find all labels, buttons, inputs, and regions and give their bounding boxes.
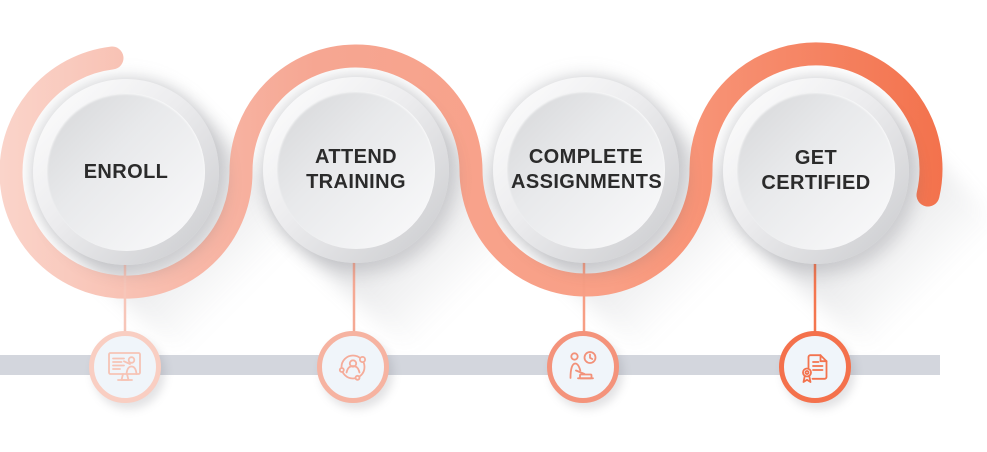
presentation-screen-icon <box>103 345 147 389</box>
step-circle-enroll: ENROLL <box>33 79 219 265</box>
icon-badge-enroll <box>89 331 161 403</box>
step-circle-get-certified: GET CERTIFIED <box>723 78 909 264</box>
step-label: ENROLL <box>83 160 169 183</box>
step-label: GET CERTIFIED <box>761 147 871 194</box>
certificate-ribbon-icon <box>793 345 837 389</box>
ribbon-path <box>0 42 943 299</box>
step-label: ATTEND TRAINING <box>306 146 406 193</box>
icon-badge-complete-assignments <box>547 331 619 403</box>
step-circle-inner: GET CERTIFIED <box>737 92 895 250</box>
icon-badge-get-certified <box>779 331 851 403</box>
person-desk-clock-icon <box>561 345 605 389</box>
icon-badge-attend-training <box>317 331 389 403</box>
step-circle-inner: COMPLETE ASSIGNMENTS <box>507 91 665 249</box>
person-network-icon <box>331 345 375 389</box>
step-circle-inner: ENROLL <box>47 93 205 251</box>
step-circle-complete-assignments: COMPLETE ASSIGNMENTS <box>493 77 679 263</box>
baseline-bar <box>0 355 940 375</box>
step-circle-inner: ATTEND TRAINING <box>277 91 435 249</box>
step-label: COMPLETE ASSIGNMENTS <box>511 146 663 193</box>
step-circle-attend-training: ATTEND TRAINING <box>263 77 449 263</box>
